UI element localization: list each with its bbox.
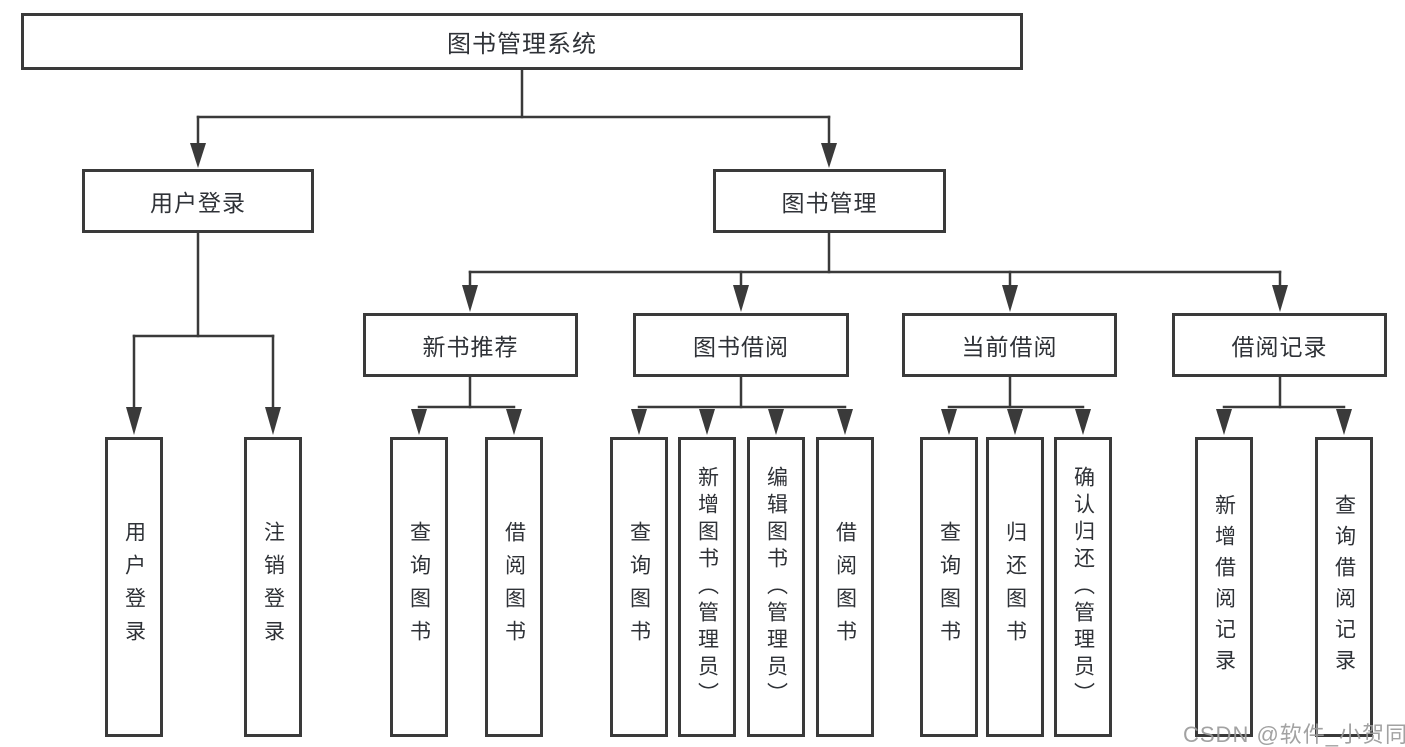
node-label: 新增图书（管理员） (695, 465, 719, 709)
node-label: 新增借阅记录 (1212, 494, 1236, 680)
node-label: 借阅图书 (833, 521, 857, 653)
node-label: 编辑图书（管理员） (764, 465, 788, 709)
node-add-borrow-record: 新增借阅记录 (1195, 437, 1253, 737)
node-query-books-recommend: 查询图书 (390, 437, 448, 737)
node-label: 新书推荐 (422, 334, 519, 360)
node-label: 用户登录 (122, 521, 146, 653)
node-label: 注销登录 (261, 521, 285, 653)
node-label: 确认归还（管理员） (1071, 465, 1095, 709)
node-query-borrow-record: 查询借阅记录 (1315, 437, 1373, 737)
csdn-watermark: CSDN @软件_小贺同学 (1183, 722, 1405, 747)
node-label: 查询图书 (627, 521, 651, 653)
node-add-book-admin: 新增图书（管理员） (678, 437, 736, 737)
node-label: 用户登录 (150, 190, 246, 216)
node-label: 归还图书 (1003, 521, 1027, 653)
node-edit-book-admin: 编辑图书（管理员） (747, 437, 805, 737)
node-label: 查询图书 (937, 521, 961, 653)
node-return-book: 归还图书 (986, 437, 1044, 737)
node-borrow-records: 借阅记录 (1172, 313, 1387, 377)
node-label: 图书管理 (781, 190, 878, 216)
node-book-management: 图书管理 (713, 169, 946, 233)
node-label: 查询图书 (407, 521, 431, 653)
node-label: 图书管理系统 (447, 31, 597, 58)
node-user-login-action: 用户登录 (105, 437, 163, 737)
node-borrow-books-recommend: 借阅图书 (485, 437, 543, 737)
node-new-book-recommend: 新书推荐 (363, 313, 578, 377)
node-user-login: 用户登录 (82, 169, 314, 233)
node-label: 当前借阅 (961, 334, 1058, 360)
node-logout-action: 注销登录 (244, 437, 302, 737)
node-library-management-system: 图书管理系统 (21, 13, 1023, 70)
node-borrow-books-action: 借阅图书 (816, 437, 874, 737)
node-current-borrow: 当前借阅 (902, 313, 1117, 377)
node-query-books-current: 查询图书 (920, 437, 978, 737)
node-query-books-borrow: 查询图书 (610, 437, 668, 737)
node-confirm-return-admin: 确认归还（管理员） (1054, 437, 1112, 737)
node-label: 借阅图书 (502, 521, 526, 653)
node-label: 借阅记录 (1231, 334, 1328, 360)
node-book-borrow: 图书借阅 (633, 313, 849, 377)
node-label: 图书借阅 (693, 334, 789, 360)
node-label: 查询借阅记录 (1332, 494, 1356, 680)
